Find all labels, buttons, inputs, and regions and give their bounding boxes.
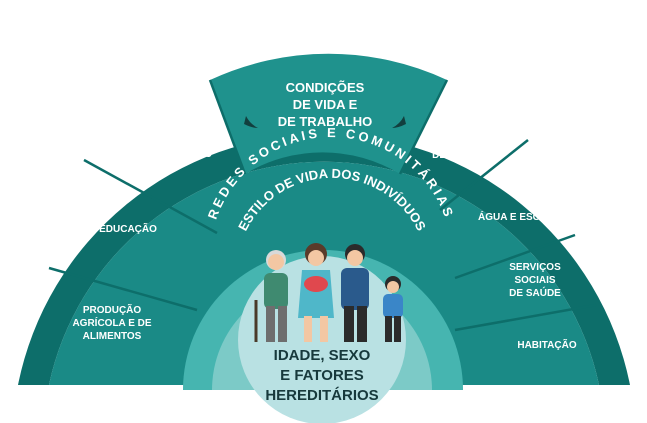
- divider-line: [454, 303, 597, 332]
- segment-work-environment: AMBIENTE DE TRABALHO: [150, 136, 219, 160]
- segment-label-line: EDUCAÇÃO: [99, 222, 157, 235]
- segment-label-line: HABITAÇÃO: [517, 338, 576, 351]
- segment-education: EDUCAÇÃO: [99, 222, 157, 235]
- grandfather-icon: [254, 250, 288, 342]
- outer-ring: [18, 133, 630, 385]
- segment-label-line: DE SAÚDE: [509, 286, 561, 299]
- segment-label-line: ÁGUA E ESGOTO: [478, 210, 562, 223]
- left-arrow-icon: [244, 116, 258, 128]
- divider-line: [454, 233, 576, 280]
- divider-line: [439, 139, 529, 211]
- divider-line: [48, 266, 198, 312]
- living-conditions-title-line: DE VIDA E: [293, 97, 358, 112]
- segment-dividers: [48, 79, 597, 332]
- segment-label-line: AGRÍCOLA E DE: [72, 316, 151, 329]
- segment-label-line: AMBIENTE DE: [150, 136, 219, 147]
- segment-label-line: ALIMENTOS: [83, 331, 142, 342]
- segment-health-services: SERVIÇOS SOCIAIS DE SAÚDE: [509, 262, 561, 299]
- segment-housing: HABITAÇÃO: [517, 338, 576, 351]
- family-icons: [254, 243, 403, 342]
- living-conditions-title: CONDIÇÕES DE VIDA E DE TRABALHO: [278, 80, 373, 129]
- living-conditions-title-line: DE TRABALHO: [278, 114, 373, 129]
- living-conditions-title-line: CONDIÇÕES: [286, 80, 365, 95]
- segment-label-line: PRODUÇÃO: [83, 303, 142, 316]
- core-label-line: HEREDITÁRIOS: [265, 387, 378, 404]
- segment-label-line: SERVIÇOS: [509, 262, 561, 273]
- segment-label-line: TRABALHO: [156, 149, 212, 160]
- child-icon: [383, 276, 403, 342]
- divider-line: [83, 158, 218, 235]
- core-label-line: IDADE, SEXO: [274, 347, 371, 364]
- right-arrow-icon: [392, 116, 406, 128]
- segment-label-line: SOCIAIS: [514, 275, 555, 286]
- father-icon: [341, 244, 369, 342]
- segment-production: PRODUÇÃO AGRÍCOLA E DE ALIMENTOS: [72, 303, 151, 342]
- segment-water-sewage: ÁGUA E ESGOTO: [478, 210, 562, 223]
- core-label-line: E FATORES: [280, 367, 364, 384]
- core-label: IDADE, SEXO E FATORES HEREDITÁRIOS: [265, 347, 378, 404]
- segment-label-line: DESEMPREGO: [432, 150, 504, 161]
- divider-line: [398, 79, 449, 175]
- mother-with-baby-icon: [298, 243, 334, 342]
- divider-line: [208, 79, 247, 175]
- segment-unemployment: DESEMPREGO: [432, 150, 504, 161]
- living-conditions-center-segment: [210, 53, 447, 174]
